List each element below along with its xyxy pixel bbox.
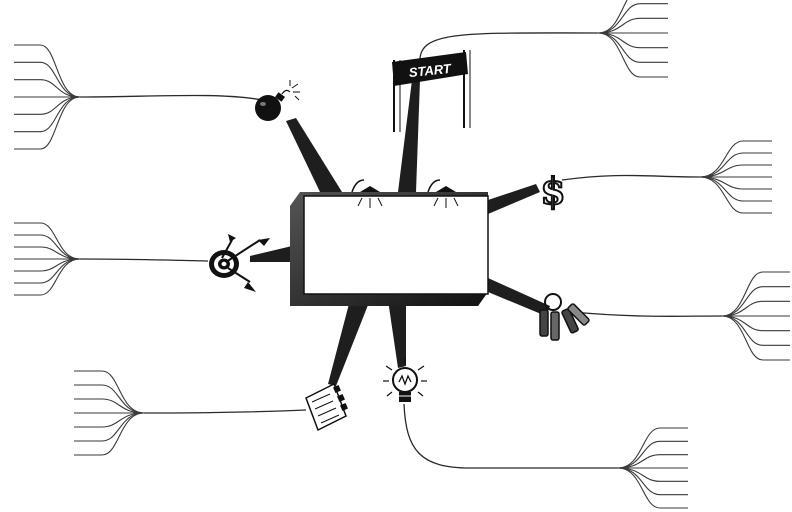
spokes xyxy=(250,80,550,386)
branch-line-lightbulb xyxy=(403,403,618,469)
start-flag-label: START xyxy=(408,61,453,80)
fan-target xyxy=(14,222,81,296)
spoke-keys xyxy=(488,278,550,316)
fan-groups xyxy=(14,0,790,509)
lightbulb-icon xyxy=(383,358,427,402)
fan-leaf xyxy=(14,79,81,98)
branch-line-checklist xyxy=(143,409,307,414)
fan-leaf xyxy=(14,44,81,98)
fan-leaf xyxy=(617,467,688,509)
svg-text:$: $ xyxy=(540,171,565,213)
fan-dollar xyxy=(699,140,772,214)
spoke-start xyxy=(398,80,420,192)
branch-line-bomb xyxy=(79,94,263,101)
board-face xyxy=(303,195,489,295)
bomb-icon xyxy=(255,80,300,121)
branch-line-start xyxy=(419,32,599,61)
fan-bomb xyxy=(14,44,81,150)
branch-line-keys xyxy=(571,311,723,317)
fan-keys xyxy=(721,271,790,361)
fan-leaf xyxy=(597,32,668,78)
fan-leaf xyxy=(74,412,145,456)
spoke-target xyxy=(250,246,292,262)
fan-leaf xyxy=(597,0,628,34)
start-flag-icon: START xyxy=(392,50,471,132)
fan-leaf xyxy=(617,427,688,469)
fan-lightbulb xyxy=(617,427,688,509)
fan-checklist xyxy=(74,370,145,456)
branch-lines xyxy=(79,32,723,469)
dollar-icon: $ xyxy=(539,170,566,214)
spoke-bomb xyxy=(286,118,342,192)
fan-leaf xyxy=(699,176,772,214)
fan-leaf xyxy=(721,315,790,361)
fan-leaf xyxy=(14,258,81,296)
fan-leaf xyxy=(74,370,145,414)
fan-leaf xyxy=(14,222,81,260)
spoke-dollar xyxy=(488,184,540,214)
lamp-left xyxy=(351,179,383,208)
spoke-checklist xyxy=(328,300,370,386)
fan-start xyxy=(597,0,668,78)
checklist-icon xyxy=(305,382,348,432)
target-icon xyxy=(209,234,270,292)
fan-leaf xyxy=(14,61,81,98)
branch-line-dollar xyxy=(561,174,701,181)
fan-leaf xyxy=(721,271,790,317)
keys-icon xyxy=(539,293,590,341)
fan-leaf xyxy=(14,96,81,150)
central-board xyxy=(290,179,489,306)
fan-leaf xyxy=(699,140,772,178)
branch-line-target xyxy=(79,258,209,262)
spoke-lightbulb xyxy=(388,300,406,368)
lamp-right xyxy=(427,179,459,208)
